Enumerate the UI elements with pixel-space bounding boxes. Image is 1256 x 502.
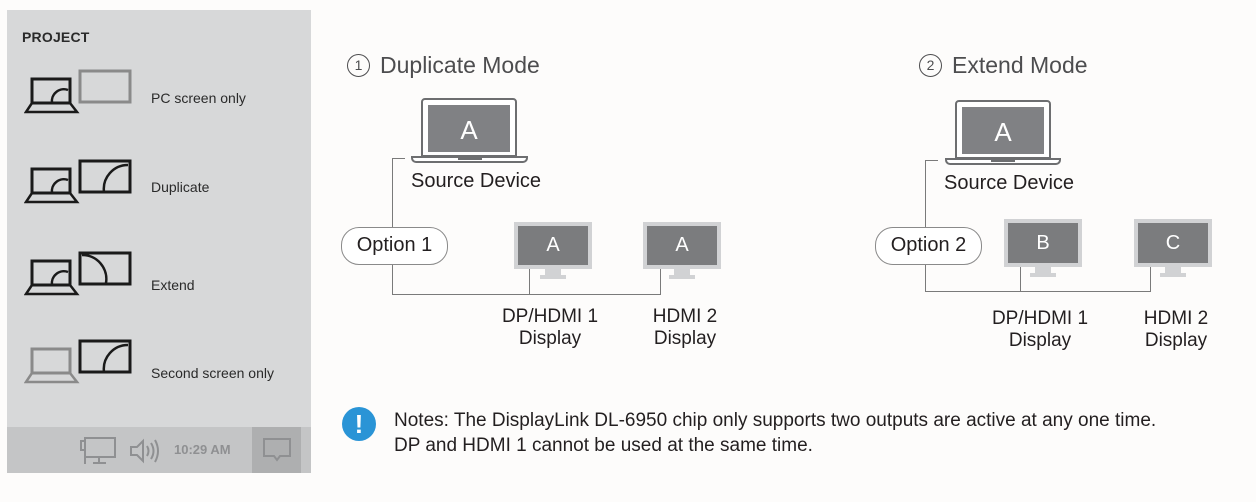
- option-2-badge: Option 2: [875, 227, 982, 265]
- second-screen-only-icon: [24, 339, 132, 384]
- connector-line: [1150, 267, 1151, 291]
- project-option-duplicate[interactable]: Duplicate: [7, 150, 311, 230]
- monitor-stand: [674, 269, 690, 276]
- duplicate-mode-title: 1 Duplicate Mode: [347, 52, 540, 79]
- note-line-1: Notes: The DisplayLink DL-6950 chip only…: [394, 410, 1157, 431]
- monitor-stand: [1035, 267, 1051, 274]
- mode-title-text: Duplicate Mode: [380, 52, 540, 78]
- note-text: Notes: The DisplayLink DL-6950 chip only…: [394, 408, 1156, 458]
- action-center-button[interactable]: [252, 427, 301, 473]
- connector-line: [660, 268, 661, 294]
- project-option-label: Extend: [151, 277, 195, 293]
- laptop-screen: A: [962, 107, 1044, 154]
- mode-title-text: Extend Mode: [952, 52, 1088, 78]
- network-display-icon[interactable]: [79, 436, 119, 466]
- hdmi2-display-label: HDMI 2 Display: [652, 306, 718, 349]
- step-number-badge: 2: [919, 54, 942, 77]
- laptop-screen: A: [428, 105, 510, 152]
- dp-hdmi1-display-label: DP/HDMI 1 Display: [991, 308, 1089, 351]
- project-option-extend[interactable]: Extend: [7, 242, 311, 322]
- extend-icon: [24, 251, 132, 296]
- connector-line: [925, 160, 926, 291]
- project-option-label: Duplicate: [151, 179, 210, 195]
- display-screen: A: [647, 226, 717, 265]
- display-screen: C: [1138, 223, 1208, 263]
- source-laptop: A: [955, 100, 1051, 159]
- panel-title: PROJECT: [22, 29, 90, 45]
- monitor-stand: [545, 269, 561, 276]
- action-center-icon: [263, 438, 291, 462]
- dp-hdmi1-display-label: DP/HDMI 1 Display: [501, 306, 599, 349]
- hdmi2-display: C: [1134, 219, 1212, 267]
- dp-hdmi1-display: B: [1004, 219, 1082, 267]
- project-option-label: PC screen only: [151, 90, 246, 106]
- speaker-volume-icon[interactable]: [129, 437, 161, 465]
- connector-line: [529, 268, 530, 294]
- project-option-second-screen-only[interactable]: Second screen only: [7, 330, 311, 410]
- monitor-foot: [1160, 273, 1186, 277]
- dp-hdmi1-display: A: [514, 222, 592, 269]
- step-number-badge: 1: [347, 54, 370, 77]
- project-panel: PROJECT PC screen only Duplicate: [7, 10, 311, 473]
- project-option-label: Second screen only: [151, 365, 274, 381]
- display-screen: B: [1008, 223, 1078, 263]
- monitor-foot: [540, 275, 566, 279]
- hdmi2-display-label: HDMI 2 Display: [1143, 308, 1209, 351]
- source-laptop: A: [421, 98, 517, 157]
- source-device-label: Source Device: [944, 172, 1075, 194]
- hdmi2-display: A: [643, 222, 721, 269]
- extend-mode-title: 2 Extend Mode: [919, 52, 1088, 79]
- pc-screen-only-icon: [24, 69, 132, 114]
- laptop-base: [411, 156, 528, 163]
- clock-time[interactable]: 10:29 AM: [174, 442, 231, 457]
- display-screen: A: [518, 226, 588, 265]
- monitor-foot: [669, 275, 695, 279]
- option-1-badge: Option 1: [341, 227, 448, 265]
- monitor-foot: [1030, 273, 1056, 277]
- connector-line: [392, 158, 393, 294]
- connector-line: [925, 160, 938, 161]
- note-line-2: DP and HDMI 1 cannot be used at the same…: [394, 435, 813, 456]
- source-device-label: Source Device: [411, 170, 542, 192]
- monitor-stand: [1165, 267, 1181, 274]
- info-exclamation-icon: !: [342, 407, 376, 441]
- connector-line: [925, 291, 1151, 292]
- laptop-base: [945, 158, 1061, 165]
- taskbar: 10:29 AM: [7, 427, 311, 473]
- connector-line: [1020, 267, 1021, 291]
- connector-line: [392, 158, 405, 159]
- duplicate-icon: [24, 159, 132, 204]
- project-option-pc-screen-only[interactable]: PC screen only: [7, 60, 311, 140]
- connector-line: [392, 294, 661, 295]
